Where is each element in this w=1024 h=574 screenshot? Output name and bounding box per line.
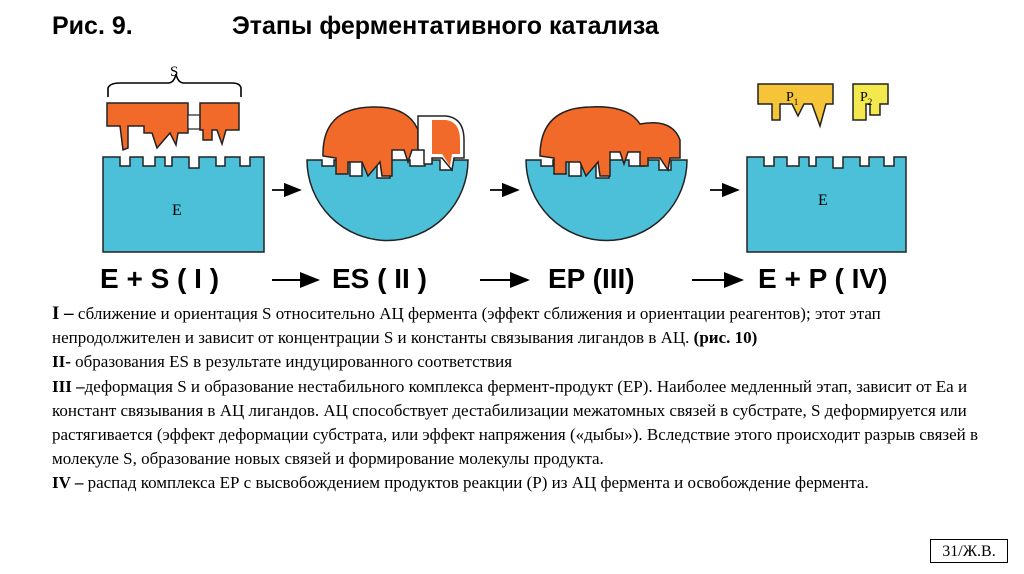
stage-label-3: EP (III) xyxy=(548,263,635,294)
paragraph-body: сближение и ориентация S относительно АЦ… xyxy=(52,304,881,348)
paragraph-heading: III – xyxy=(52,376,85,396)
substrate-bracket xyxy=(107,73,242,97)
paragraph-heading: II- xyxy=(52,352,71,372)
paragraph-stage-4: IV – распад комплекса ЕР с высвобождение… xyxy=(52,471,982,495)
paragraph-stage-1: I – сближение и ориентация S относительн… xyxy=(52,302,982,350)
stage-label-4: E + P ( IV) xyxy=(758,263,888,294)
paragraph-heading: I – xyxy=(52,303,74,324)
product-1 xyxy=(757,83,834,129)
substrate-label: S xyxy=(170,64,178,80)
enzyme-block-1 xyxy=(102,156,265,253)
substrate-2 xyxy=(322,106,419,178)
paragraph-heading: IV – xyxy=(52,473,84,493)
paragraph-stage-3: III –деформация S и образование нестабил… xyxy=(52,375,982,472)
enzyme-block-4 xyxy=(746,156,907,253)
description-text: I – сближение и ориентация S относительн… xyxy=(52,302,982,496)
substrate-bond-1 xyxy=(187,114,201,130)
product-1-label: P1 xyxy=(786,90,798,107)
substrate-1b xyxy=(199,102,240,147)
stage-label-1: E + S ( I ) xyxy=(100,263,220,294)
page-title: Этапы ферментативного катализа xyxy=(232,12,659,40)
paragraph-body: образования ES в результате индуцированн… xyxy=(70,352,513,372)
product-2 xyxy=(852,83,889,121)
product-2-label: P2 xyxy=(860,90,872,107)
figure-reference: (рис. 10) xyxy=(689,328,758,348)
stage-label-2: ES ( II ) xyxy=(332,263,427,294)
slide-number: 31/Ж.В. xyxy=(930,539,1008,563)
figure-number: Рис. 9. xyxy=(52,12,133,40)
substrate-1 xyxy=(106,102,189,152)
paragraph-body: деформация S и образование нестабильного… xyxy=(52,376,979,469)
paragraph-body: распад комплекса ЕР с высвобождением про… xyxy=(83,473,869,493)
paragraph-stage-2: II- образования ES в результате индуциро… xyxy=(52,350,982,374)
substrate-3 xyxy=(539,106,681,178)
catalysis-diagram: E S E P1 P2 xyxy=(102,64,907,288)
enzyme-label-1: E xyxy=(172,202,182,219)
substrate-2-head-fill xyxy=(432,120,460,166)
enzyme-bowl-3 xyxy=(525,159,688,242)
enzyme-label-4: E xyxy=(818,192,828,209)
enzyme-bowl-2 xyxy=(306,159,469,242)
